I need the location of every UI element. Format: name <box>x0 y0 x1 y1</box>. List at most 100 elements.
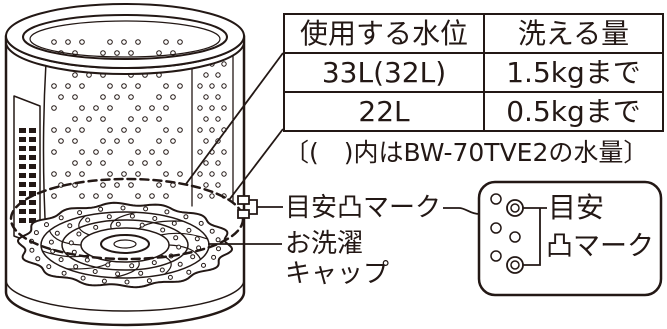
perforation-hole <box>128 138 134 144</box>
perforation-hole <box>163 127 169 133</box>
vent-slot <box>29 209 36 214</box>
perforation-hole <box>209 171 215 177</box>
pulsator-hole <box>186 227 192 233</box>
vent-slot <box>19 182 26 187</box>
leader-line-upper <box>185 52 284 185</box>
pulsator-hole <box>115 271 121 277</box>
perforation-hole <box>203 160 209 166</box>
perforation-hole <box>79 149 85 155</box>
pulsator-hole <box>101 278 107 284</box>
perforation-hole <box>163 171 169 177</box>
perforation-hole <box>135 83 141 89</box>
perforation-hole <box>215 72 221 78</box>
pulsator-hole <box>73 264 79 270</box>
perforation-hole <box>93 149 99 155</box>
perforation-hole <box>65 83 71 89</box>
perforation-hole <box>142 116 148 122</box>
perforation-hole <box>121 171 127 177</box>
perforation-hole <box>51 193 57 199</box>
pulsator-hole <box>171 220 177 226</box>
vent-slot <box>19 218 26 223</box>
perforation-hole <box>79 105 85 111</box>
pulsator-hole <box>77 210 83 216</box>
drum-inner-edge-left <box>42 61 47 239</box>
pulsator-hole <box>143 206 149 212</box>
pulsator-hole <box>190 254 196 260</box>
perforation-hole <box>197 171 203 177</box>
perforation-hole <box>135 171 141 177</box>
perforation-hole <box>100 116 106 122</box>
water-level-table: 使用する水位 洗える量 33L(32L) 1.5kgまで 22L 0.5kgまで <box>283 13 664 132</box>
vent-slot <box>29 173 36 178</box>
perforation-hole <box>203 72 209 78</box>
pulsator-blade <box>110 211 137 230</box>
perforation-hole <box>197 149 203 155</box>
vent-slots <box>19 128 36 223</box>
perforation-hole <box>72 138 78 144</box>
mark-label-connector <box>443 207 480 215</box>
callout-mark-inner-icon <box>510 260 520 270</box>
perforation-hole <box>51 105 57 111</box>
perforation-hole <box>107 171 113 177</box>
perforation-hole <box>100 160 106 166</box>
pulsator-hole <box>76 231 82 237</box>
drum-base-band <box>5 279 245 312</box>
pulsator-hole <box>44 222 49 228</box>
perforation-hole <box>156 138 162 144</box>
vent-slot <box>29 182 36 187</box>
level-mark-indicator <box>237 195 283 219</box>
perforation-hole <box>149 193 155 199</box>
perforation-hole <box>163 39 169 45</box>
pulsator-hole <box>129 263 135 269</box>
pulsator-blade <box>48 230 82 246</box>
pulsator-hole <box>61 270 67 276</box>
pulsator-hole <box>177 261 183 267</box>
pulsator-hole <box>138 270 144 276</box>
pulsator-hole <box>54 230 60 236</box>
perforation-hole <box>79 171 85 177</box>
callout-box <box>477 180 663 297</box>
perforation-hole <box>65 171 71 177</box>
callout <box>477 180 663 297</box>
perforation-hole <box>215 94 221 100</box>
pulsator-hole <box>160 227 166 233</box>
callout-hole-icon <box>490 193 502 205</box>
vent-slot <box>29 200 36 205</box>
perforation-hole <box>209 193 215 199</box>
header-water-level: 使用する水位 <box>283 13 485 54</box>
pulsator-hole <box>58 215 64 221</box>
pulsator-hole <box>215 237 221 243</box>
pulsator-hole <box>92 269 98 274</box>
pulsator-hole <box>67 223 73 229</box>
pulsator-hole <box>186 269 192 275</box>
table-header-row: 使用する水位 洗える量 <box>283 13 664 54</box>
perforation-hole <box>107 105 113 111</box>
perforation-hole <box>156 94 162 100</box>
pulsator-hole <box>120 205 126 211</box>
perforation-hole <box>72 94 78 100</box>
perforation-hole <box>114 138 120 144</box>
callout-label-line: 目安 <box>548 191 605 224</box>
table-note: 〔( )内はBW-70TVE2の水量〕 <box>284 138 649 167</box>
perforation-hole <box>177 171 183 177</box>
pulsator-hole <box>48 239 54 245</box>
pulsator-hole <box>159 267 165 273</box>
perforation-hole <box>86 116 92 122</box>
perforation-hole <box>215 116 221 122</box>
perforation-hole <box>107 39 113 45</box>
level-mark-upper <box>237 195 250 205</box>
perforation-hole <box>170 138 176 144</box>
pulsator-hole <box>139 222 145 228</box>
pulsator-hole <box>68 240 74 246</box>
water-level-leader-lines <box>185 52 284 201</box>
perforation-hole <box>72 116 78 122</box>
perforation-hole <box>197 127 203 133</box>
water-level-dashed-line <box>9 177 245 261</box>
pulsator-hole <box>105 262 111 268</box>
pulsator-hole <box>211 254 217 260</box>
wash-cap-label-line: キャップ <box>285 259 390 289</box>
pulsator-hole <box>80 275 86 281</box>
perforation-hole <box>58 138 64 144</box>
perforation-hole <box>121 39 127 45</box>
